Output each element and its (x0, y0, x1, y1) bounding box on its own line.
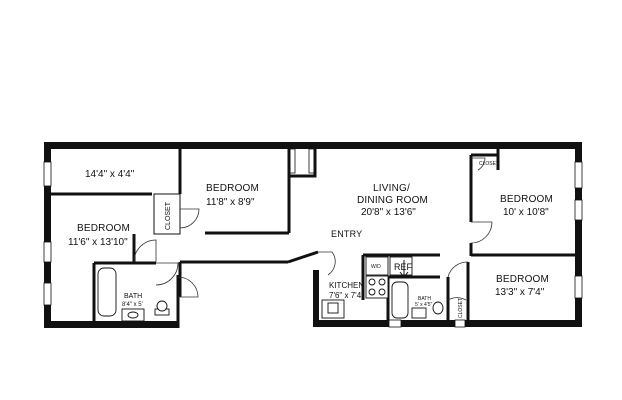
fixtures (97, 256, 444, 322)
window-right-2 (574, 199, 583, 221)
door-left-hall[interactable] (155, 262, 179, 286)
windows (43, 148, 583, 328)
closet-right-top-label: CLOSET (479, 161, 499, 167)
window-left-2 (43, 241, 52, 263)
bedroom-right-top-dim: 10' x 10'8" (503, 207, 549, 218)
ref-box (389, 256, 413, 276)
door-left-bedroom[interactable] (133, 239, 157, 263)
burner-4 (378, 288, 386, 296)
wd-label: W/D (371, 264, 381, 270)
living-dim: 20'8" x 13'6" (361, 207, 416, 218)
closet-left-label: CLOSET (165, 201, 172, 230)
kitchen-sink (327, 302, 339, 314)
sink-right (411, 307, 427, 319)
labels: 14'4" x 4'4" BEDROOM 11'8" x 8'9" BEDROO… (68, 161, 553, 318)
top-space-dim: 14'4" x 4'4" (85, 169, 135, 180)
door-closet-left[interactable] (179, 208, 200, 229)
left-wall (44, 142, 51, 328)
door-closet-right-top[interactable] (471, 157, 486, 171)
stove (365, 275, 389, 299)
toilet-right (432, 301, 444, 315)
bedroom-right-top-name: BEDROOM (500, 194, 553, 205)
kitchen-name: KITCHEN (329, 281, 364, 290)
bedroom-right-bottom-name: BEDROOM (496, 274, 549, 285)
hall-angled-wall (287, 250, 319, 264)
sink-basin-left (127, 311, 139, 319)
right-wall (575, 142, 582, 323)
window-bottom-2 (454, 319, 466, 328)
window-left-1 (43, 161, 52, 187)
bedroom-top-name: BEDROOM (206, 183, 259, 194)
toilet-bowl-left (156, 300, 168, 312)
kitchen-left-wall (313, 270, 319, 327)
bath-left-name: BATH (124, 293, 142, 300)
interior-walls (51, 149, 575, 328)
bedroom-right-bottom-dim: 13'3" x 7'4" (495, 287, 545, 298)
bottom-wall-bath (94, 321, 178, 328)
bottom-wall-right (313, 320, 582, 327)
window-right-3 (574, 275, 583, 299)
living-name-2: DINING ROOM (357, 195, 428, 206)
door-entry[interactable] (318, 251, 336, 276)
bedroom-left-dim: 11'6" x 13'10" (68, 237, 128, 248)
bath-left-dim: 8'4" x 5' (122, 302, 143, 308)
bathtub-left (97, 267, 117, 317)
entry-label: ENTRY (331, 229, 362, 239)
shaft-wall (287, 149, 317, 178)
door-right-bedroom-top[interactable] (470, 221, 493, 244)
door-left-bath[interactable] (177, 276, 199, 298)
bath-right-name: BATH (418, 296, 431, 302)
burner-3 (368, 288, 376, 296)
kitchen-dim: 7'6" x 7'4" (329, 291, 364, 300)
window-bottom-1 (388, 319, 402, 328)
doors (133, 157, 493, 301)
wd-box (365, 256, 389, 276)
window-left-3 (43, 282, 52, 306)
ref-label: REF (394, 262, 413, 272)
burner-1 (368, 278, 376, 286)
door-closet-right-bottom[interactable] (447, 297, 467, 301)
bath-right-dim: 5' x 4'5" (415, 302, 433, 308)
bedroom-top-dim: 11'8" x 8'9" (206, 197, 255, 208)
outer-walls (44, 142, 582, 328)
living-name: LIVING/ (373, 183, 410, 194)
bathtub-right (391, 281, 409, 319)
closet-right-bottom-label: CLOSET (458, 298, 464, 318)
top-wall (44, 142, 582, 149)
window-right-1 (574, 161, 583, 189)
closet-left-box (153, 193, 181, 235)
bottom-wall-left (44, 321, 94, 328)
bedroom-left-name: BEDROOM (77, 223, 130, 234)
burner-2 (378, 278, 386, 286)
arrow-icon (399, 260, 409, 278)
door-right-bedroom-bottom[interactable] (447, 261, 469, 278)
